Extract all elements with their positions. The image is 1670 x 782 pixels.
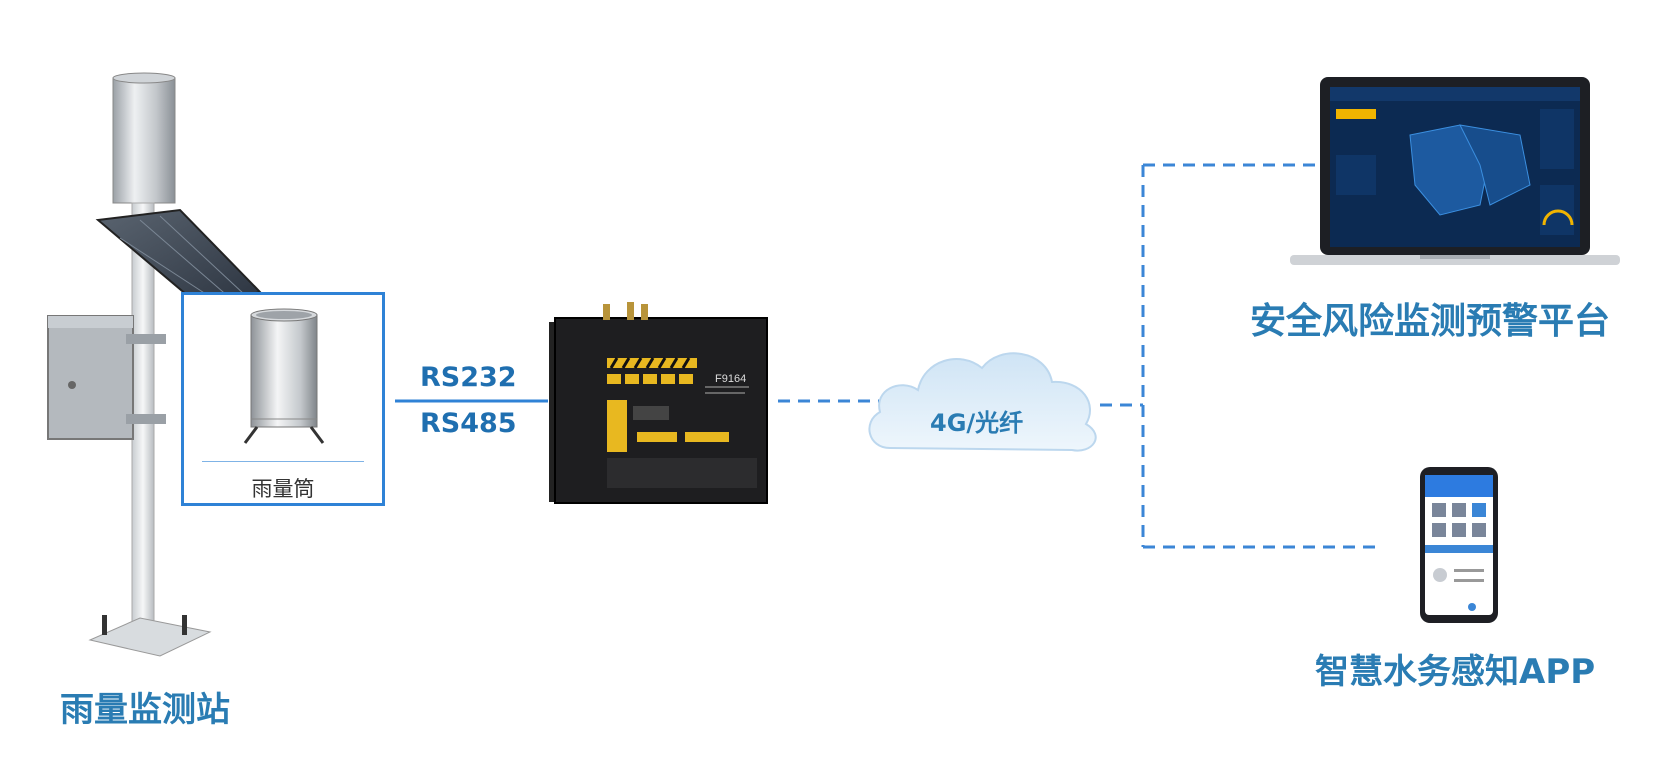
rs485-label: RS485	[420, 408, 517, 439]
gauge-label: 雨量筒	[251, 477, 315, 501]
collector-cylinder	[112, 77, 176, 204]
control-box	[47, 315, 134, 440]
cloud-label: 4G/光纤	[930, 409, 1024, 437]
gauge-divider	[202, 461, 364, 462]
rain-station-illustration	[47, 72, 262, 657]
warning-stripes	[607, 357, 697, 369]
rs232-label: RS232	[420, 362, 517, 393]
cloud-icon	[868, 352, 1097, 452]
app-label: 智慧水务感知APP	[1315, 652, 1596, 692]
laptop-icon	[1290, 77, 1620, 265]
rtu-model-text: F9164	[715, 373, 746, 385]
station-label: 雨量监测站	[60, 690, 230, 730]
phone-icon	[1420, 467, 1498, 623]
rain-gauge-icon	[243, 308, 325, 444]
rain-gauge-box: 雨量筒	[181, 292, 385, 506]
platform-label: 安全风险监测预警平台	[1250, 301, 1611, 342]
rtu-device: F9164	[549, 302, 768, 504]
base-plate	[88, 617, 212, 657]
